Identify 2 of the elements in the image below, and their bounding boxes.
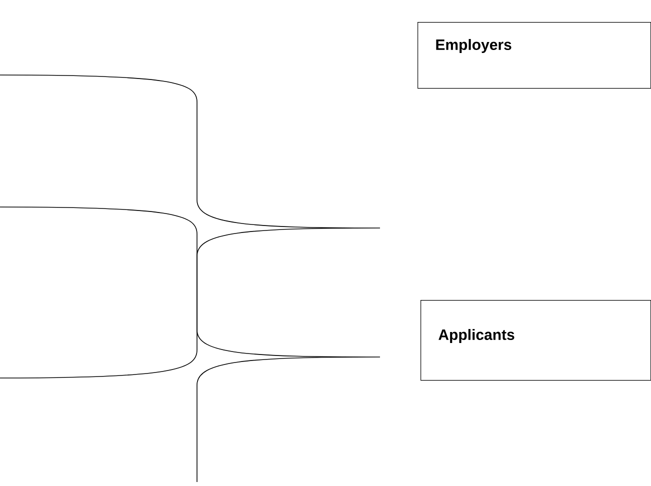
label-box: Employers [418,22,651,89]
label-box: Applicants [420,300,651,381]
